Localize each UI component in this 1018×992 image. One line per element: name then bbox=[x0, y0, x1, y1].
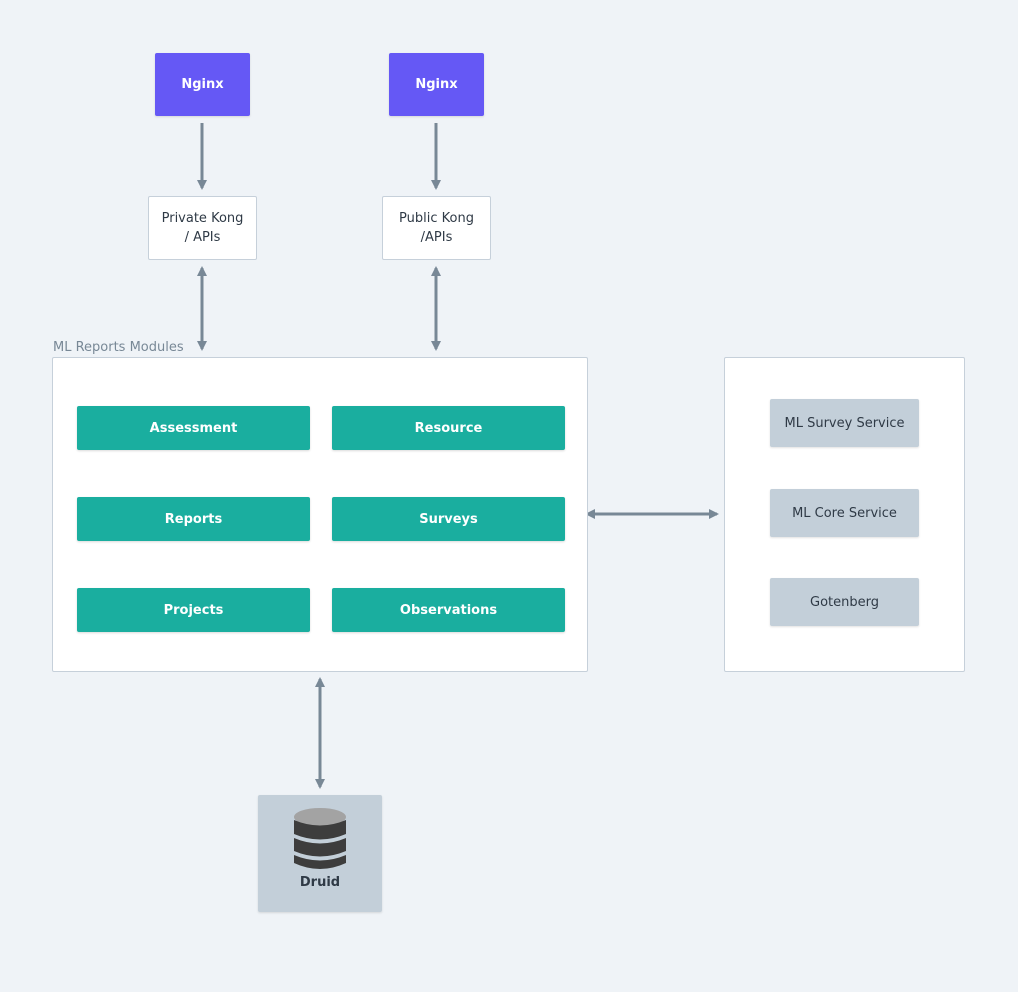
service-ml-core: ML Core Service bbox=[770, 489, 919, 537]
module-label: Assessment bbox=[149, 420, 238, 436]
module-resource: Resource bbox=[332, 406, 565, 450]
service-label: ML Survey Service bbox=[784, 415, 905, 431]
module-projects: Projects bbox=[77, 588, 310, 632]
module-label: Reports bbox=[164, 511, 223, 527]
nginx-left-label: Nginx bbox=[181, 77, 224, 92]
service-label: ML Core Service bbox=[792, 505, 897, 521]
private-kong-label: Private Kong / APIs bbox=[161, 211, 244, 245]
module-label: Resource bbox=[414, 420, 483, 436]
public-kong-node: Public Kong /APIs bbox=[382, 196, 491, 260]
service-label: Gotenberg bbox=[810, 594, 879, 610]
druid-node: Druid bbox=[258, 795, 382, 912]
private-kong-node: Private Kong / APIs bbox=[148, 196, 257, 260]
nginx-right-node: Nginx bbox=[389, 53, 484, 116]
module-observations: Observations bbox=[332, 588, 565, 632]
service-gotenberg: Gotenberg bbox=[770, 578, 919, 626]
druid-label: Druid bbox=[299, 875, 341, 890]
service-ml-survey: ML Survey Service bbox=[770, 399, 919, 447]
module-label: Surveys bbox=[419, 511, 478, 527]
nginx-right-label: Nginx bbox=[415, 77, 458, 92]
module-label: Projects bbox=[163, 602, 224, 618]
module-label: Observations bbox=[399, 602, 498, 618]
database-icon bbox=[294, 808, 346, 869]
module-assessment: Assessment bbox=[77, 406, 310, 450]
modules-group-label: ML Reports Modules bbox=[53, 340, 184, 355]
nginx-left-node: Nginx bbox=[155, 53, 250, 116]
module-surveys: Surveys bbox=[332, 497, 565, 541]
public-kong-label: Public Kong /APIs bbox=[399, 211, 474, 245]
module-reports: Reports bbox=[77, 497, 310, 541]
